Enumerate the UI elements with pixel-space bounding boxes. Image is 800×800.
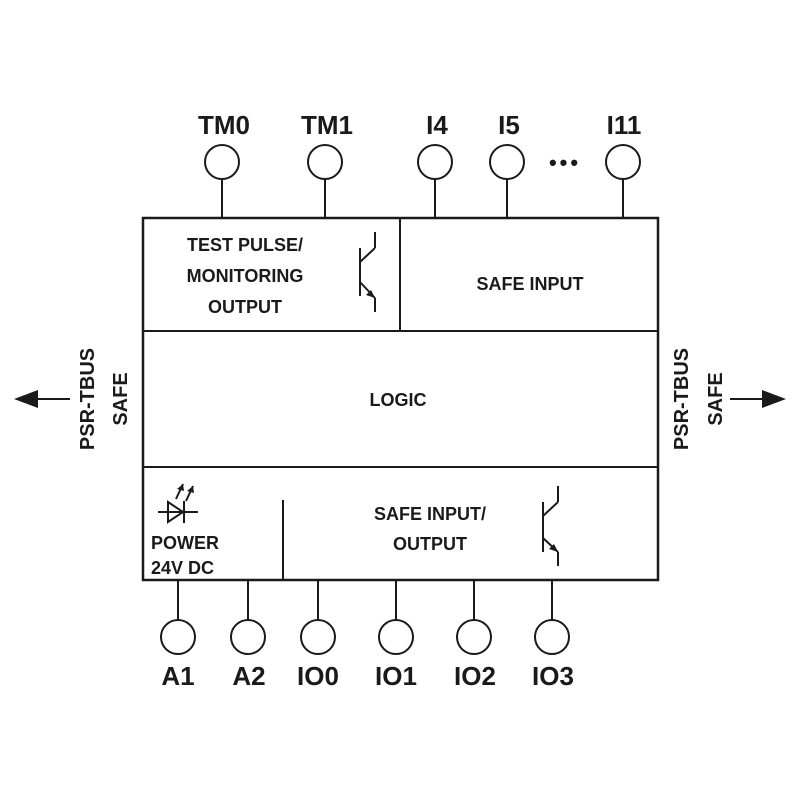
- top-terminal-i4: I4: [417, 110, 453, 218]
- terminal-circle: [605, 144, 641, 180]
- terminal-label-io2: IO2: [454, 661, 496, 691]
- terminal-circle: [534, 619, 570, 655]
- power-label-line2: 24V DC: [151, 558, 214, 578]
- terminal-label-io3: IO3: [532, 661, 574, 691]
- terminal-label-i4: I4: [426, 110, 448, 140]
- right-bus-label-line2: SAFE: [705, 372, 727, 425]
- terminal-circle: [204, 144, 240, 180]
- bottom-terminal-io1: IO1: [375, 580, 417, 691]
- right-bus-label-line1: PSR-TBUS: [671, 348, 693, 450]
- safe-io-label-line2: OUTPUT: [393, 534, 467, 554]
- safe-io-label-line1: SAFE INPUT/: [374, 504, 486, 524]
- terminal-circle: [160, 619, 196, 655]
- terminal-circle: [307, 144, 343, 180]
- left-bus-arrow: [14, 390, 70, 408]
- terminal-circle: [489, 144, 525, 180]
- led-diode-icon: [158, 483, 198, 524]
- bottom-terminal-io0: IO0: [297, 580, 339, 691]
- safe-input-label: SAFE INPUT: [476, 274, 583, 294]
- top-terminal-i11: I11: [605, 110, 642, 218]
- top-terminal-tm1: TM1: [301, 110, 353, 218]
- test-pulse-label-line1: TEST PULSE/: [187, 235, 303, 255]
- left-bus-label-line2: SAFE: [110, 372, 132, 425]
- power-label-line1: POWER: [151, 533, 219, 553]
- right-bus-arrow: [730, 390, 786, 408]
- terminal-label-io0: IO0: [297, 661, 339, 691]
- top-terminal-i5: I5: [489, 110, 525, 218]
- test-pulse-label-line3: OUTPUT: [208, 297, 282, 317]
- terminal-label-tm1: TM1: [301, 110, 353, 140]
- terminal-label-i5: I5: [498, 110, 520, 140]
- terminal-circle: [417, 144, 453, 180]
- left-bus-label-line1: PSR-TBUS: [77, 348, 99, 450]
- terminal-label-a2: A2: [232, 661, 265, 691]
- bottom-terminal-a2: A2: [230, 580, 266, 691]
- transistor-icon: [359, 232, 376, 312]
- terminal-circle: [378, 619, 414, 655]
- terminal-circle: [230, 619, 266, 655]
- terminal-label-a1: A1: [161, 661, 194, 691]
- terminal-circle: [300, 619, 336, 655]
- transistor-icon: [542, 486, 559, 566]
- terminal-label-io1: IO1: [375, 661, 417, 691]
- terminal-circle: [456, 619, 492, 655]
- test-pulse-label-line2: MONITORING: [187, 266, 304, 286]
- terminal-label-tm0: TM0: [198, 110, 250, 140]
- terminal-label-i11: I11: [607, 110, 642, 140]
- top-terminal-tm0: TM0: [198, 110, 250, 218]
- bottom-terminal-io2: IO2: [454, 580, 496, 691]
- bottom-terminal-a1: A1: [160, 580, 196, 691]
- logic-label: LOGIC: [370, 390, 427, 410]
- terminal-ellipsis: •••: [549, 150, 581, 175]
- bottom-terminal-io3: IO3: [532, 580, 574, 691]
